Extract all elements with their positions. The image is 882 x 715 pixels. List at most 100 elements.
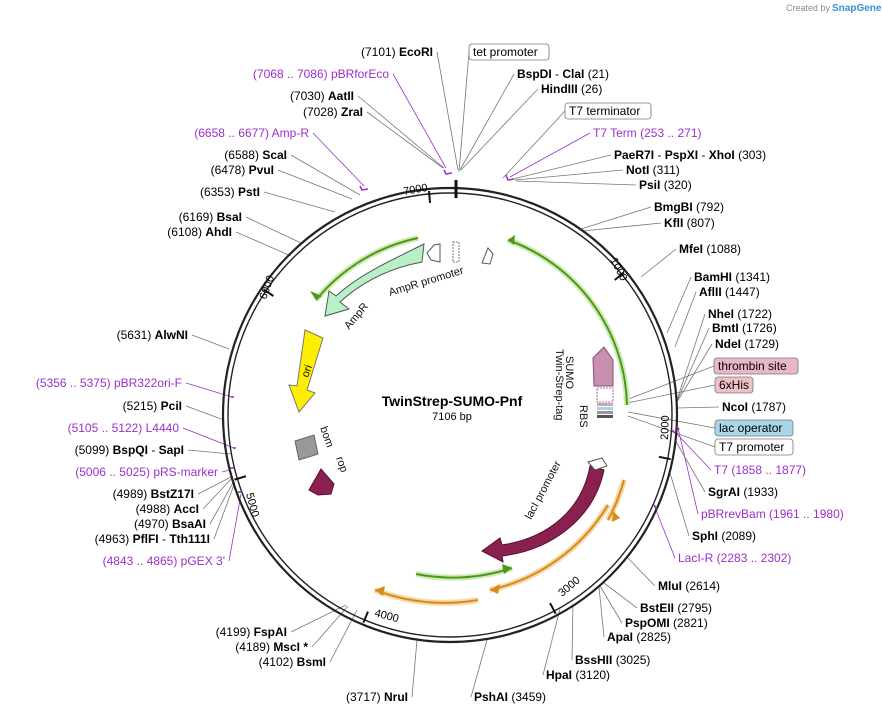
paer7i-seg: - xyxy=(698,148,709,162)
pcii-seg: (5215) xyxy=(123,399,161,413)
aatii-seg: (7030) xyxy=(290,89,328,103)
plasmid-size: 7106 bp xyxy=(432,411,472,423)
pflfi-seg: PflFI xyxy=(133,532,159,546)
ndei-seg: (1729) xyxy=(741,337,779,351)
pbrrevbam-label: pBRrevBam (1961 .. 1980) xyxy=(701,507,844,521)
sphi-seg: SphI xyxy=(692,529,718,543)
zrai-label: (7028) ZraI xyxy=(303,105,363,119)
leader-line xyxy=(603,582,638,609)
leader-line xyxy=(653,504,676,559)
paer7i-seg: PspXI xyxy=(665,148,698,162)
twin-strep-label: Twin-Strep-tag xyxy=(553,349,565,421)
laci-r-seg: LacI-R (2283 .. 2302) xyxy=(678,551,791,565)
kfli-seg: (807) xyxy=(683,216,714,230)
leader-line xyxy=(640,248,677,278)
leader-line xyxy=(263,191,336,213)
leader-line xyxy=(542,608,561,676)
ecori-seg: EcoRI xyxy=(396,45,433,59)
bstz17i-seg: (4989) xyxy=(113,487,151,501)
alwni-seg: (5631) xyxy=(117,328,155,342)
thrombin-label: thrombin site xyxy=(718,359,787,373)
leader-line xyxy=(436,51,459,171)
rbs-label: RBS xyxy=(577,405,589,428)
bspdi-seg: (21) xyxy=(584,67,609,81)
pspomi-seg: (2821) xyxy=(670,616,708,630)
leader-line xyxy=(209,480,235,525)
pbrrevbam-seg: pBRrevBam (1961 .. 1980) xyxy=(701,507,844,521)
bom-label: bom xyxy=(317,425,336,449)
leader-line xyxy=(676,343,713,403)
ampr-promoter-arrow xyxy=(426,243,441,263)
leader-line xyxy=(674,291,697,348)
tet-promoter-box xyxy=(468,43,550,61)
sumo-feature xyxy=(592,346,614,387)
bspdi-seg: BspDI xyxy=(517,67,552,81)
ori-label: ori xyxy=(300,363,315,379)
nhei-seg: NheI xyxy=(708,307,734,321)
leader-line xyxy=(598,586,605,638)
direction-arrowheads xyxy=(310,235,620,596)
tick-mark xyxy=(362,611,369,624)
ampr-promoter-label: AmpR promoter xyxy=(387,265,465,299)
leader-line xyxy=(197,475,234,495)
sumo-label: SUMO xyxy=(563,356,575,389)
zrai-seg: ZraI xyxy=(341,105,363,119)
leader-line xyxy=(509,132,591,178)
arc-orange-bottom xyxy=(373,587,479,606)
leader-line xyxy=(312,132,365,187)
zrai-seg: (7028) xyxy=(303,105,341,119)
ecori-seg: (7101) xyxy=(361,45,396,59)
paer7i-seg: (303) xyxy=(735,148,766,162)
leader-line xyxy=(470,639,488,698)
paer7i-seg: - xyxy=(654,148,665,162)
paer7i-label: PaeR7I - PspXI - XhoI (303) xyxy=(614,148,766,162)
lac-operator-box xyxy=(714,419,794,437)
scai-seg: (6588) xyxy=(224,148,262,162)
pgex3-seg: (4843 .. 4865) pGEX 3' xyxy=(103,554,225,568)
bsmi-seg: (4102) xyxy=(259,655,297,669)
leader-line xyxy=(235,231,292,257)
leader-line xyxy=(202,476,234,510)
leader-line xyxy=(290,604,347,633)
mlui-label: MluI (2614) xyxy=(658,579,720,593)
l4440-seg: (5105 .. 5122) L4440 xyxy=(68,421,180,435)
nhei-label: NheI (1722) xyxy=(708,307,772,321)
fspai-seg: FspAI xyxy=(254,625,287,639)
leader-line xyxy=(571,603,574,661)
leader-line xyxy=(674,439,706,493)
leader-line xyxy=(460,88,539,171)
psii-seg: PsiI xyxy=(639,178,660,192)
leader-line xyxy=(666,276,692,334)
scai-seg: ScaI xyxy=(262,148,287,162)
nhei-seg: (1722) xyxy=(734,307,772,321)
bmti-label: BmtI (1726) xyxy=(712,321,777,335)
bamhi-seg: BamHI xyxy=(694,270,732,284)
bspqi-seg: - xyxy=(148,443,159,457)
leader-line xyxy=(676,406,720,409)
leader-line xyxy=(366,111,444,169)
tick-mark xyxy=(614,271,625,281)
leader-line xyxy=(185,405,225,421)
bmti-seg: (1726) xyxy=(739,321,777,335)
bspdi-label: BspDI - ClaI (21) xyxy=(517,67,609,81)
bspdi-seg: - xyxy=(552,67,563,81)
aatii-seg: AatII xyxy=(328,89,354,103)
tag-stack xyxy=(596,387,614,418)
tick-label: 4000 xyxy=(373,607,400,625)
bmgbi-seg: (792) xyxy=(693,200,724,214)
thrombin-box xyxy=(713,357,799,375)
ncoi-seg: (1787) xyxy=(748,400,786,414)
msci-label: (4189) MscI * xyxy=(235,640,308,654)
bsteii-label: BstEII (2795) xyxy=(640,601,712,615)
bsai-label: (6169) BsaI xyxy=(179,210,242,224)
mfei-seg: MfeI xyxy=(679,242,703,256)
tet-promoter-label: tet promoter xyxy=(473,45,538,59)
tick-mark xyxy=(658,455,671,461)
ncoi-seg: NcoI xyxy=(722,400,748,414)
tick-mark xyxy=(427,190,432,204)
leader-line xyxy=(626,556,656,587)
bsshii-seg: BssHII xyxy=(575,653,612,667)
leader-line xyxy=(582,222,662,232)
sgrai-seg: (1933) xyxy=(740,485,778,499)
